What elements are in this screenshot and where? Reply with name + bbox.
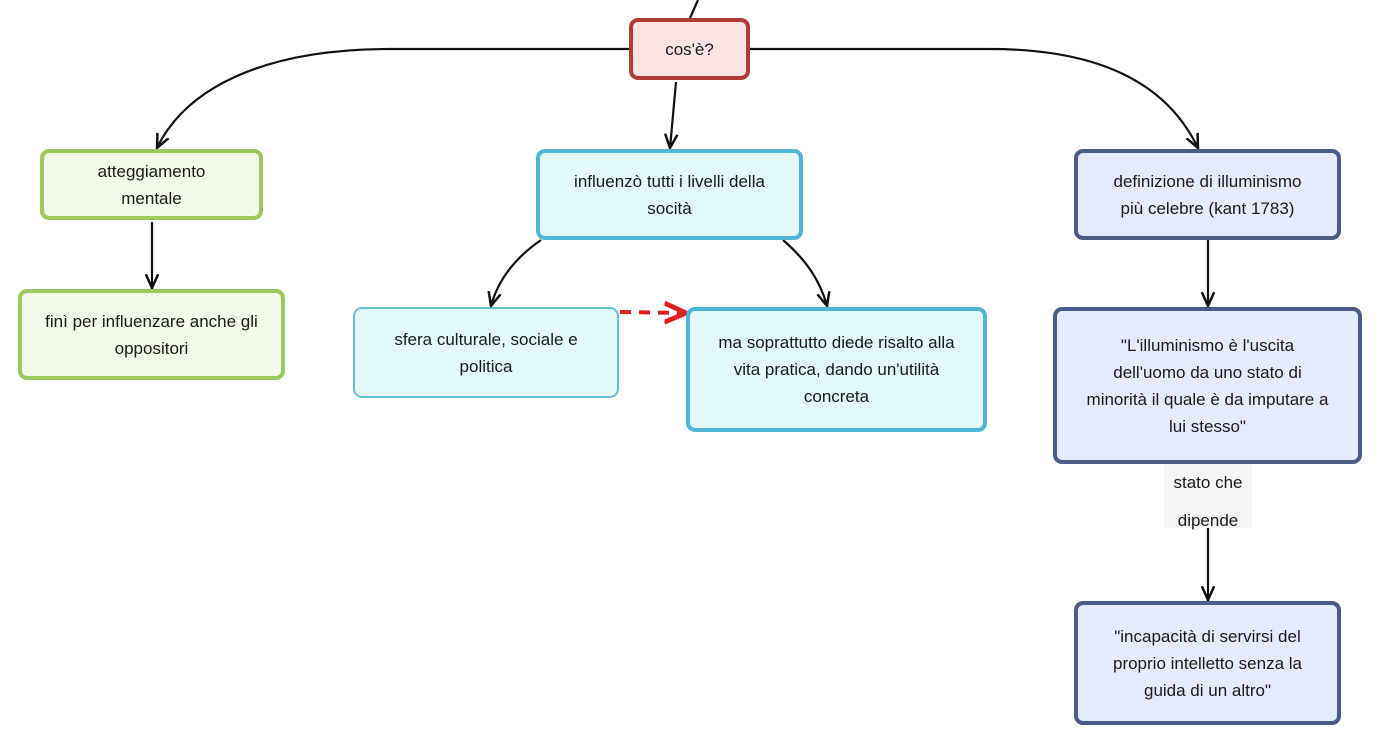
- node-soprattutto-line-2: vita pratica, dando un'utilità: [733, 360, 940, 379]
- node-atteggiamento-line-1: atteggiamento: [97, 161, 206, 181]
- node-ma-soprattutto[interactable]: ma soprattutto diede risalto alla vita p…: [686, 307, 987, 432]
- node-atteggiamento-line-2: mentale: [121, 188, 182, 208]
- node-influenzo-tutti-i-livelli[interactable]: influenzò tutti i livelli della socità: [536, 149, 803, 240]
- edge-label-stato-che-dipende[interactable]: stato che dipende: [1164, 464, 1252, 530]
- connector-influenzo-to-sfera: [491, 239, 542, 306]
- node-definizione-line-2: più celebre (kant 1783): [1120, 198, 1295, 218]
- connector-influenzo-to-soprattutto: [782, 239, 827, 306]
- node-soprattutto-line-1: ma soprattutto diede risalto alla: [718, 333, 955, 352]
- node-sfera-line-2: politica: [459, 356, 513, 376]
- node-definizione-illuminismo[interactable]: definizione di illuminismo più celebre (…: [1074, 149, 1341, 240]
- node-influenzo-line-1: influenzò tutti i livelli della: [574, 171, 765, 191]
- node-incapacita[interactable]: "incapacità di servirsi del proprio inte…: [1074, 601, 1341, 725]
- node-soprattutto-line-3: concreta: [803, 387, 870, 406]
- node-influenzo-line-2: socità: [647, 198, 692, 218]
- node-citazione-line-1: "L'illuminismo è l'uscita: [1120, 335, 1295, 355]
- node-citazione-line-4: lui stesso": [1169, 416, 1246, 436]
- connector-root-to-influenzo: [670, 81, 676, 148]
- connector-sfera-to-soprattutto-dashed: [619, 312, 686, 313]
- node-incapacita-line-3: guida di un altro": [1143, 680, 1271, 700]
- node-cos-e[interactable]: cos'è?: [629, 18, 750, 80]
- node-sfera-culturale[interactable]: sfera culturale, sociale e politica: [353, 307, 619, 398]
- edge-label-line-2: dipende: [1177, 511, 1239, 530]
- node-incapacita-line-1: "incapacità di servirsi del: [1114, 626, 1301, 646]
- node-fini-line-1: finì per influenzare anche gli: [45, 311, 258, 331]
- node-citazione-line-3: minorità il quale è da imputare a: [1086, 389, 1329, 409]
- edge-label-line-1: stato che: [1173, 473, 1243, 492]
- node-cos-e-text: cos'è?: [665, 39, 714, 59]
- node-definizione-line-1: definizione di illuminismo: [1113, 171, 1302, 191]
- connector-root-to-atteggiamento: [157, 47, 629, 148]
- node-citazione-kant[interactable]: "L'illuminismo è l'uscita dell'uomo da u…: [1053, 307, 1362, 464]
- node-atteggiamento-mentale[interactable]: atteggiamento mentale: [40, 149, 263, 220]
- connector-into-root: [688, 0, 700, 19]
- node-fini-line-2: oppositori: [114, 338, 189, 358]
- node-citazione-line-2: dell'uomo da uno stato di: [1113, 362, 1302, 382]
- node-incapacita-line-2: proprio intelletto senza la: [1112, 653, 1302, 673]
- node-fini-per-influenzare[interactable]: finì per influenzare anche gli oppositor…: [18, 289, 285, 380]
- node-sfera-line-1: sfera culturale, sociale e: [394, 329, 578, 349]
- connector-root-to-definizione: [750, 47, 1198, 148]
